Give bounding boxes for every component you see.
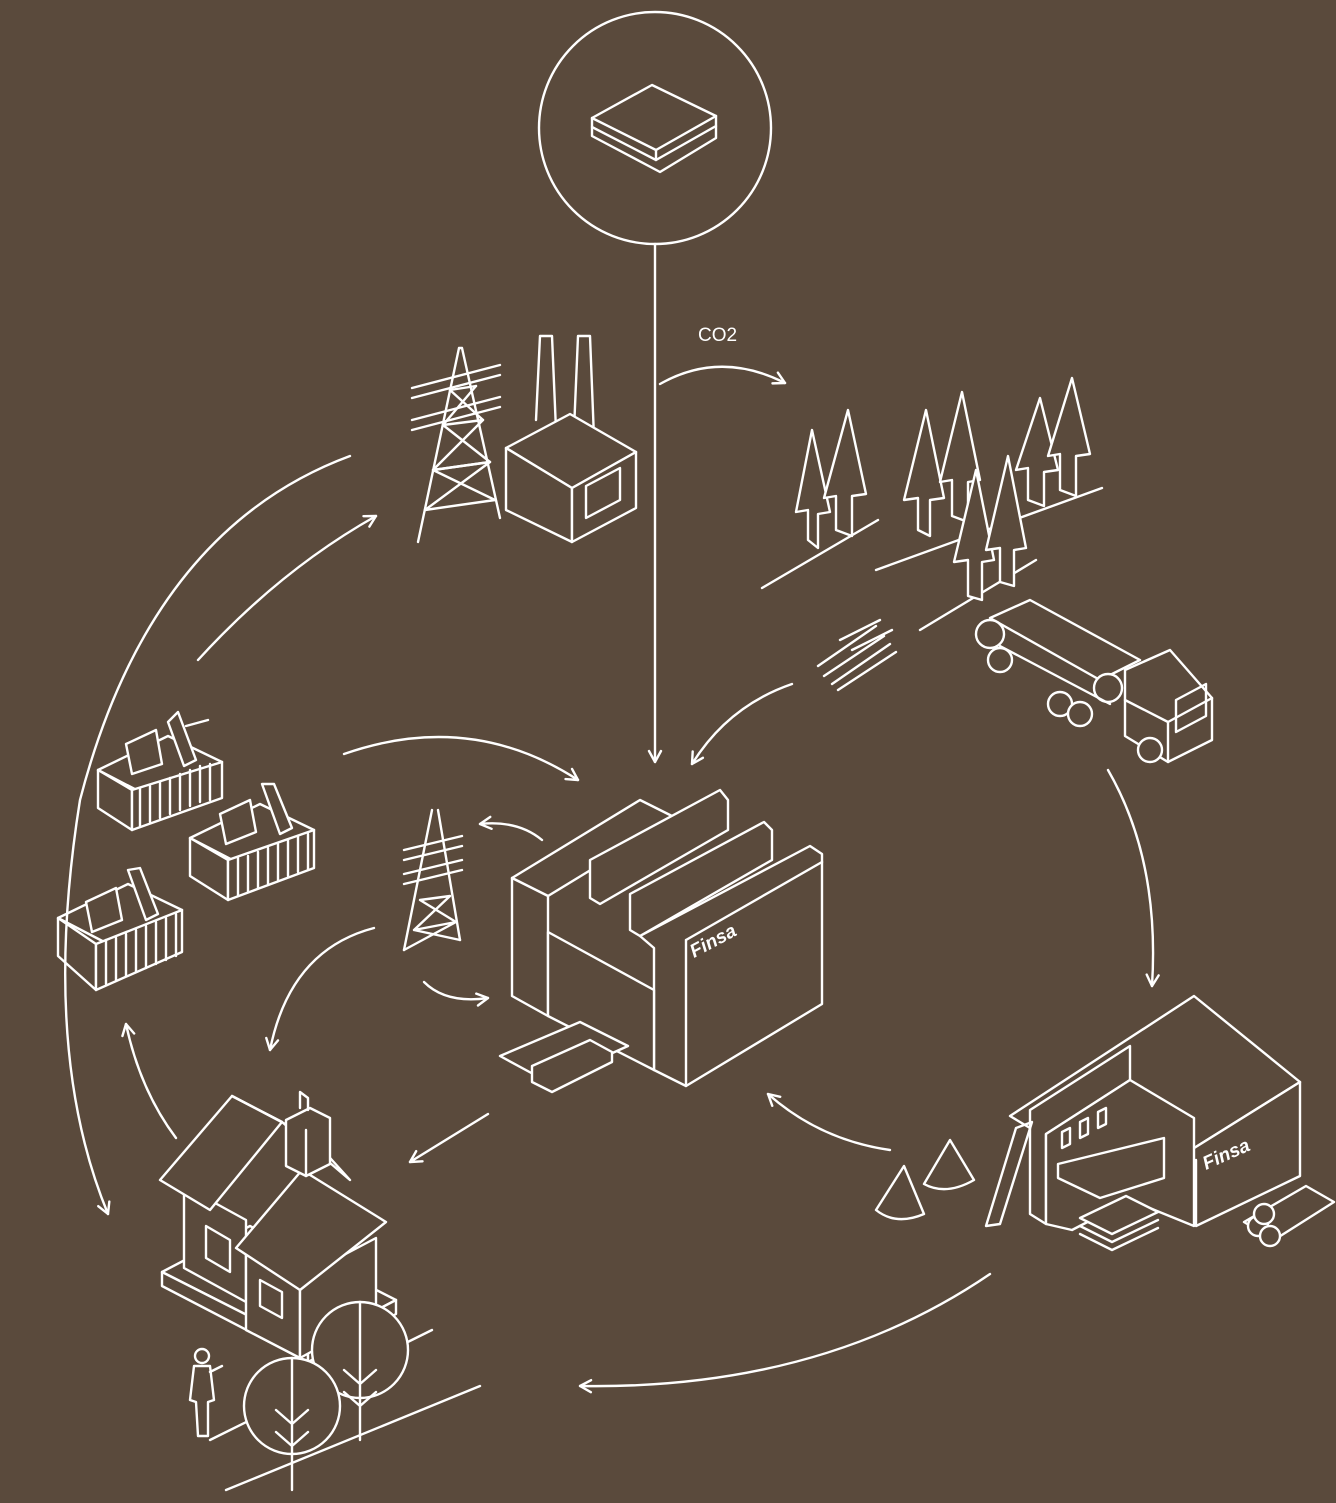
- flow-arrow-truck-to-sawmill: [1108, 770, 1153, 986]
- flow-arrow-sawmill-to-house: [580, 1274, 990, 1386]
- finsa-factory-icon: Finsa: [500, 790, 822, 1092]
- flow-arrow-containers-to-factory: [344, 737, 578, 780]
- flow-arrow-factory-to-house: [410, 1114, 488, 1162]
- co2-arrow: [660, 367, 785, 384]
- flow-arrow-pylon-to-factory: [424, 982, 488, 999]
- recycling-containers-icon: [58, 712, 314, 990]
- forest-icon: [762, 378, 1102, 630]
- flow-arrow-factory-to-pylon: [480, 823, 542, 840]
- finsa-sawmill-icon: Finsa: [986, 996, 1334, 1250]
- co2-label: CO2: [698, 325, 737, 346]
- panel-product-circle: [539, 12, 771, 244]
- flow-arrow-house-to-containers: [126, 1024, 176, 1138]
- flow-arrow-sawdust-to-factory: [768, 1094, 890, 1150]
- flow-arrow-sticks-to-factory: [692, 684, 792, 764]
- power-plant-icon: [412, 336, 636, 542]
- sawdust-piles-icon: [876, 1140, 974, 1219]
- power-pylon-icon: [404, 810, 462, 950]
- flow-arrow-pylon-to-house: [270, 928, 374, 1050]
- person-icon: [190, 1349, 222, 1436]
- wood-sticks-icon: [818, 620, 896, 690]
- flow-arrow-to-power-plant: [198, 516, 376, 660]
- log-truck-icon: [976, 600, 1212, 762]
